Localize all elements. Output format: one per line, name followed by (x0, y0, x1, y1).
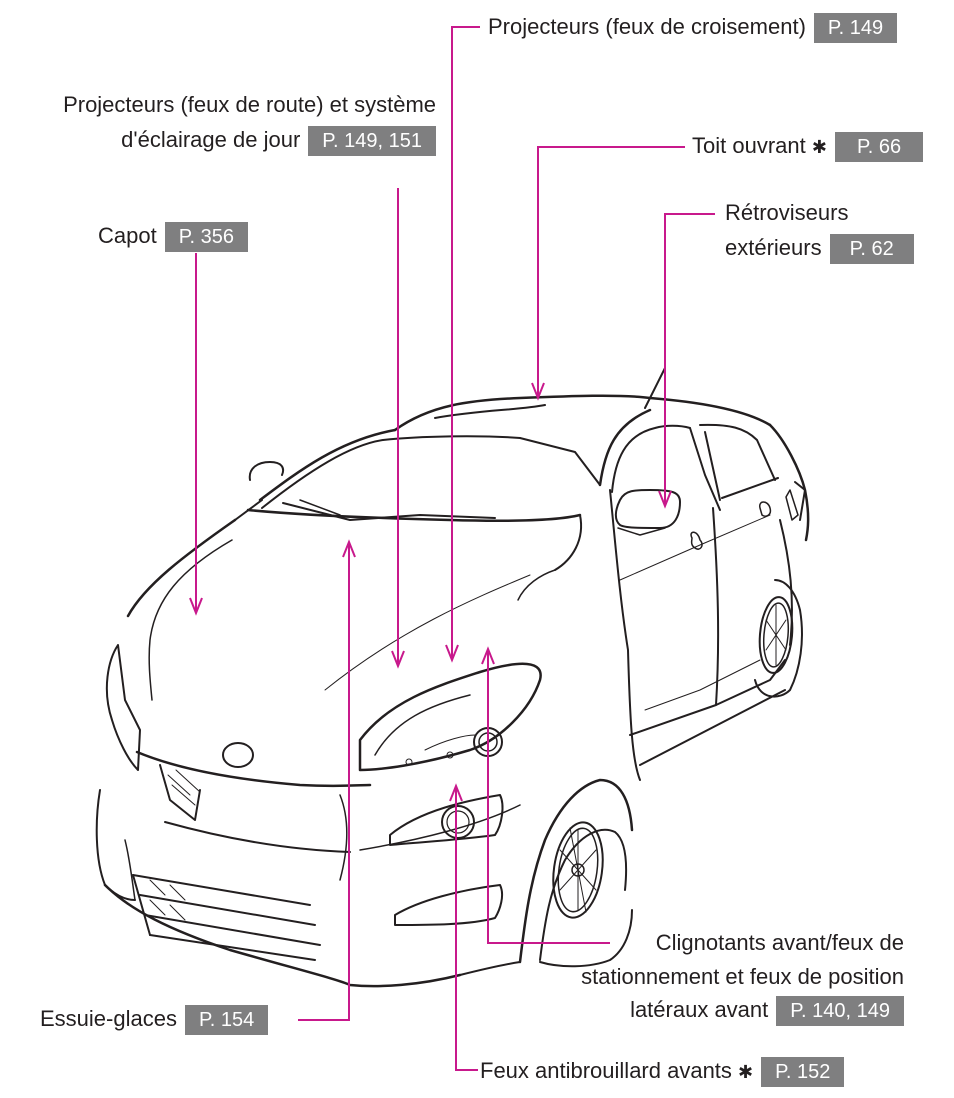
callout-high-beam-label-1: Projecteurs (feux de route) et système (63, 92, 436, 117)
asterisk-icon: ✱ (738, 1061, 754, 1082)
callout-wipers-label: Essuie-glaces (40, 1005, 177, 1031)
callout-hood-label: Capot (98, 222, 157, 248)
callout-turn-signals-line-3: latéraux avant P. 140, 149 (520, 996, 904, 1026)
callout-high-beam-label-2: d'éclairage de jour (121, 126, 301, 152)
callout-high-beam: Projecteurs (feux de route) et système d… (8, 92, 436, 156)
callout-sunroof: Toit ouvrant ✱ P. 66 (692, 132, 924, 162)
callout-low-beam-label: Projecteurs (feux de croisement) (488, 13, 806, 39)
page-ref-badge-high-beam[interactable]: P. 149, 151 (308, 126, 436, 156)
leader-sunroof (537, 146, 685, 397)
callout-hood: Capot P. 356 (98, 222, 248, 252)
callout-mirrors-line-2: extérieurs P. 62 (725, 234, 914, 264)
page-ref-badge-wipers[interactable]: P. 154 (184, 1005, 269, 1035)
callout-fog-lights: Feux antibrouillard avants ✱ P. 152 (480, 1057, 845, 1087)
callout-wipers: Essuie-glaces P. 154 (40, 1005, 269, 1035)
page-ref-badge-hood[interactable]: P. 356 (164, 222, 248, 252)
callout-mirrors: Rétroviseurs extérieurs P. 62 (725, 200, 914, 264)
page-ref-badge-low-beam[interactable]: P. 149 (813, 13, 898, 43)
callout-mirrors-label-1: Rétroviseurs (725, 200, 849, 225)
callout-turn-signals-label-2: stationnement et feux de position (581, 964, 904, 989)
callout-turn-signals-label-1: Clignotants avant/feux de (655, 930, 904, 955)
callout-mirrors-label-2: extérieurs (725, 234, 822, 260)
page-ref-badge-fog-lights[interactable]: P. 152 (761, 1057, 845, 1087)
callout-turn-signals: Clignotants avant/feux de stationnement … (520, 930, 904, 1026)
callout-sunroof-label: Toit ouvrant (692, 132, 806, 158)
callout-low-beam: Projecteurs (feux de croisement) P. 149 (488, 13, 898, 43)
leader-low-beam (451, 26, 480, 659)
asterisk-icon: ✱ (811, 136, 827, 157)
callout-turn-signals-label-3: latéraux avant (630, 996, 769, 1022)
leader-fog-lights (455, 787, 478, 1071)
page-ref-badge-sunroof[interactable]: P. 66 (834, 132, 924, 162)
leader-wipers (298, 543, 350, 1021)
leader-mirrors (664, 213, 715, 505)
leader-turn-signals (487, 650, 610, 944)
callout-high-beam-line-2: d'éclairage de jour P. 149, 151 (8, 126, 436, 156)
page-ref-badge-turn-signals[interactable]: P. 140, 149 (776, 996, 904, 1026)
page-ref-badge-mirrors[interactable]: P. 62 (829, 234, 914, 264)
callout-fog-lights-label: Feux antibrouillard avants (480, 1057, 732, 1083)
